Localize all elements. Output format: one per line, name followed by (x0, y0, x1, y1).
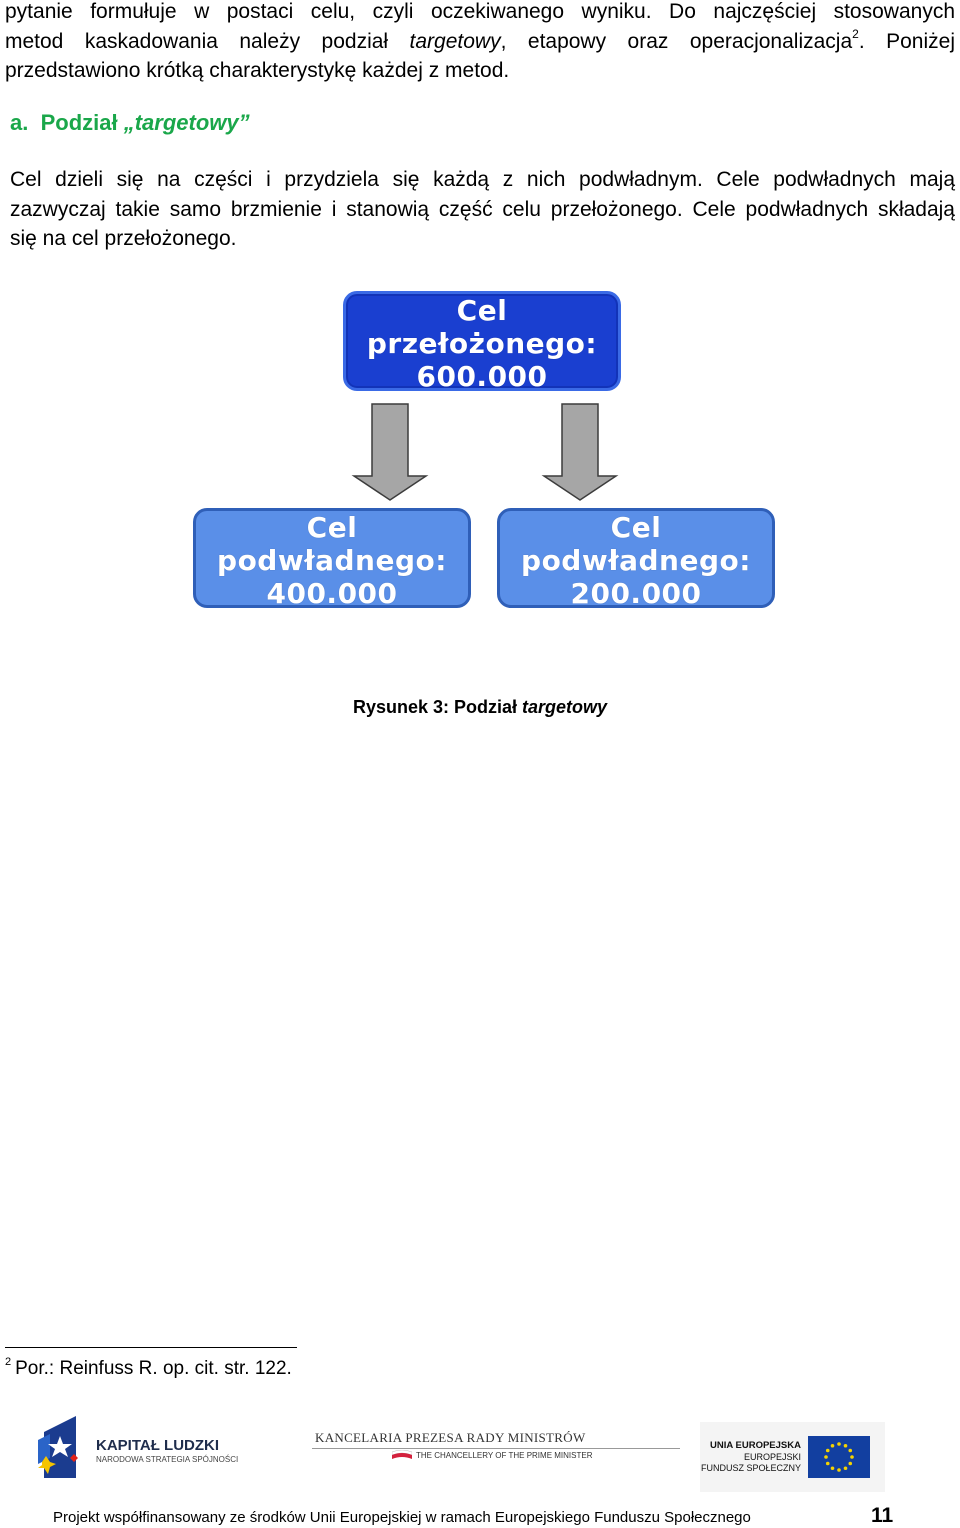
eu-star (830, 1443, 835, 1448)
intro-paragraph: pytanie formułuje w postaci celu, czyli … (5, 0, 955, 86)
kapital-ludzki-logo: KAPITAŁ LUDZKI NARODOWA STRATEGIA SPÓJNO… (36, 1414, 251, 1480)
intro-text: . Poniżej (858, 29, 955, 53)
eu-star (825, 1461, 830, 1466)
box-line: Cel (306, 511, 358, 544)
box-line: podwładnego: (217, 544, 447, 577)
kapital-title: KAPITAŁ LUDZKI (96, 1437, 220, 1454)
box-value: 600.000 (416, 360, 548, 393)
footer-text: Projekt współfinansowany ze środków Unii… (53, 1509, 751, 1526)
eu-star (837, 1442, 841, 1446)
intro-italic: targetowy (409, 29, 501, 53)
kprm-title: KANCELARIA PREZESA RADY MINISTRÓW (315, 1430, 586, 1445)
down-arrow-icon (541, 403, 619, 501)
box-line: Cel (610, 511, 662, 544)
caption-text: Rysunek 3: Podział (352, 697, 523, 717)
subordinate-goal-box: Cel podwładnego: 200.000 (497, 508, 775, 610)
eu-star (825, 1448, 830, 1453)
page-number: 11 (871, 1504, 894, 1527)
box-line: podwładnego: (521, 544, 751, 577)
figure-caption: Rysunek 3: Podział targetowy (0, 697, 960, 718)
box-value: 400.000 (266, 577, 398, 610)
intro-text: , etapowy oraz operacjonalizacja (500, 29, 853, 53)
ue-line2: EUROPEJSKI (743, 1452, 801, 1462)
eu-star (843, 1466, 848, 1471)
eu-star (848, 1461, 853, 1466)
intro-line: metod kaskadowania należy podział target… (5, 27, 955, 57)
section-title: Podział (40, 110, 124, 135)
kapital-subtitle: NARODOWA STRATEGIA SPÓJNOŚCI (96, 1455, 239, 1464)
intro-line: pytanie formułuje w postaci celu, czyli … (5, 0, 955, 23)
eu-star (843, 1443, 848, 1448)
ue-line3: FUNDUSZ SPOŁECZNY (700, 1463, 801, 1473)
caption-italic: targetowy (522, 697, 608, 717)
eu-star (837, 1468, 841, 1472)
intro-line: przedstawiono krótką charakterystykę każ… (5, 59, 510, 82)
box-line: Cel (456, 294, 508, 327)
kprm-rule (312, 1448, 680, 1449)
poland-flag-icon (392, 1450, 412, 1459)
section-heading: a. Podział „targetowy” (10, 110, 250, 136)
eu-star (830, 1466, 835, 1471)
intro-text: metod kaskadowania należy podział (5, 29, 410, 53)
section-marker: a. (10, 110, 29, 135)
body-line: Cel dzieli się na części i przydziela si… (10, 168, 955, 191)
eu-star (848, 1448, 853, 1453)
box-value: 200.000 (570, 577, 702, 610)
kprm-logo: KANCELARIA PREZESA RADY MINISTRÓW THE CH… (312, 1428, 682, 1464)
section-title-italic: „targetowy” (123, 110, 250, 135)
footnote-number: 2 (5, 1356, 12, 1368)
body-paragraph: Cel dzieli się na części i przydziela si… (10, 165, 955, 254)
kapital-ludzki-emblem-icon (38, 1416, 78, 1478)
ue-line1: UNIA EUROPEJSKA (710, 1440, 801, 1451)
body-line: się na cel przełożonego. (10, 227, 237, 250)
eu-star (850, 1455, 854, 1459)
eu-flag-icon (808, 1436, 870, 1478)
eu-star (824, 1455, 828, 1459)
footnote-text: Por.: Reinfuss R. op. cit. str. 122. (15, 1358, 292, 1379)
footnote-separator (5, 1347, 297, 1348)
body-line: zazwyczaj takie samo brzmienie i stanowi… (10, 197, 955, 221)
eu-logo: UNIA EUROPEJSKA EUROPEJSKI FUNDUSZ SPOŁE… (700, 1422, 885, 1492)
kprm-subtitle: THE CHANCELLERY OF THE PRIME MINISTER (416, 1451, 593, 1460)
parent-goal-box: Cel przełożonego: 600.000 (343, 291, 621, 393)
box-line: przełożonego: (366, 327, 598, 360)
footnote-reference[interactable]: 2 (852, 26, 859, 41)
subordinate-goal-box: Cel podwładnego: 400.000 (193, 508, 471, 610)
down-arrow-icon (351, 403, 429, 501)
